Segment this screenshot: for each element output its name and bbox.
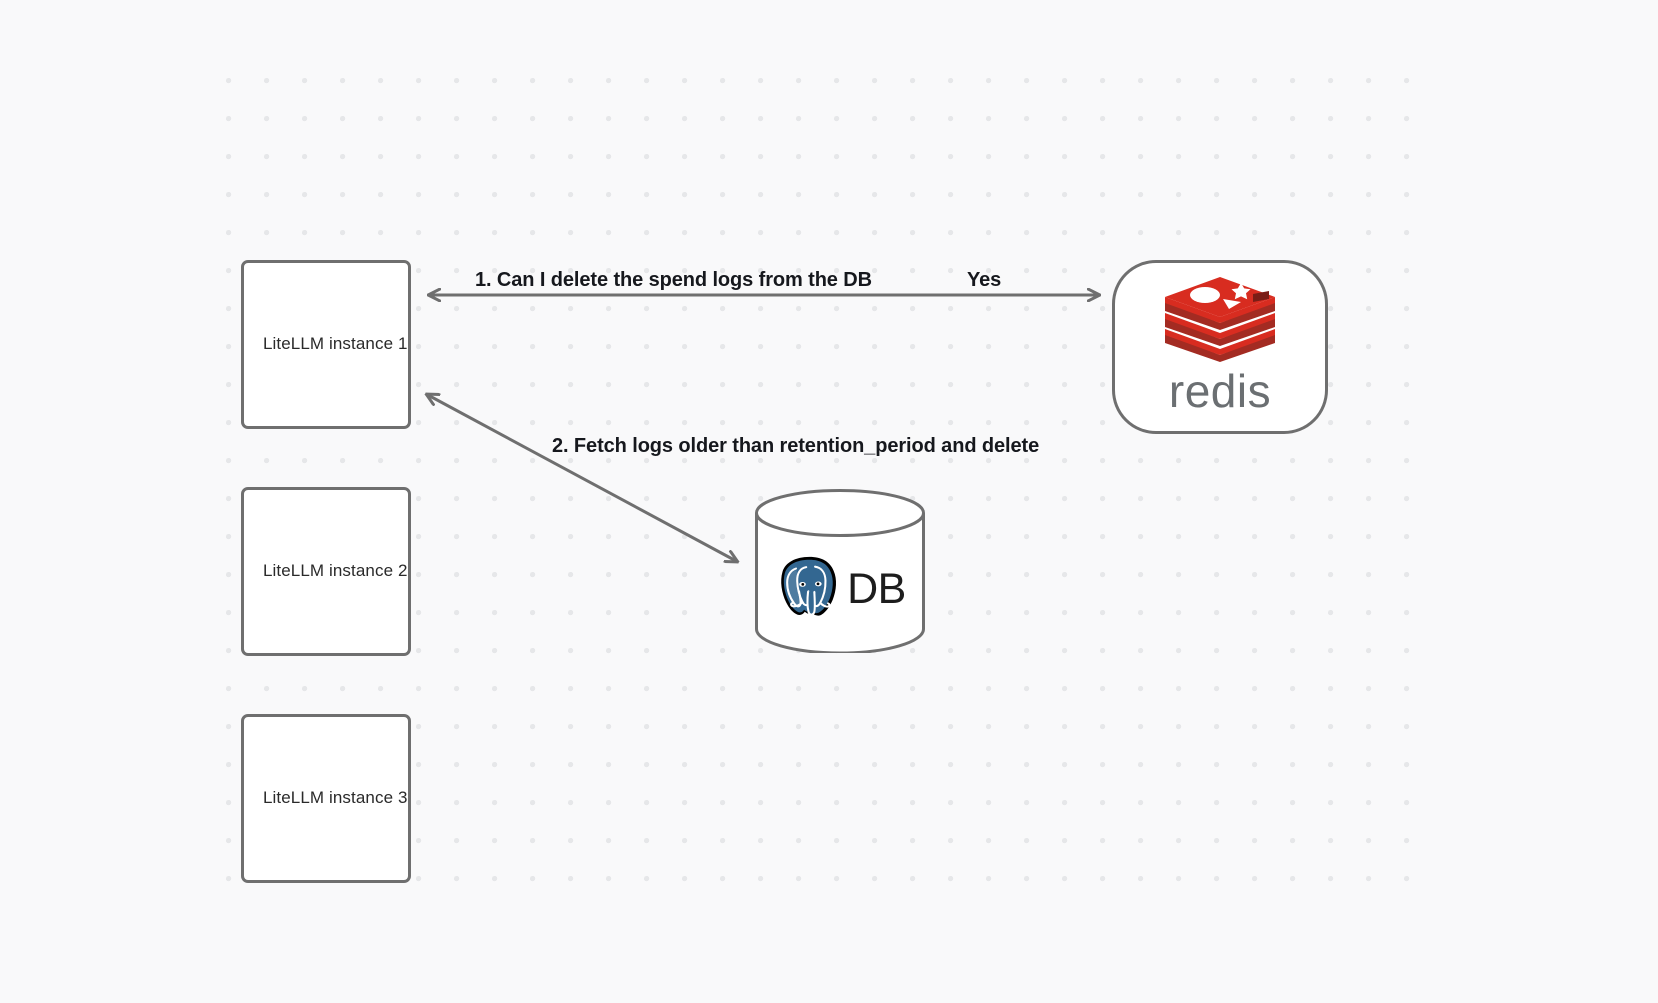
edge-label-yes: Yes xyxy=(967,269,1002,291)
node-label: LiteLLM instance 2 xyxy=(263,561,408,581)
node-litellm-instance-3[interactable]: LiteLLM instance 3 xyxy=(241,714,411,883)
node-redis[interactable]: redis xyxy=(1112,260,1328,434)
db-label: DB xyxy=(847,564,906,613)
redis-logo-group: redis xyxy=(1115,263,1325,431)
cylinder-shape xyxy=(755,489,925,653)
redis-wordmark: redis xyxy=(1168,364,1272,417)
node-litellm-instance-2[interactable]: LiteLLM instance 2 xyxy=(241,487,411,656)
edge-label-step-1: 1. Can I delete the spend logs from the … xyxy=(475,269,872,291)
edge-llm1-db xyxy=(426,394,738,562)
postgresql-elephant-icon xyxy=(781,556,837,616)
node-database[interactable]: DB xyxy=(754,489,926,653)
redis-logo-icon xyxy=(1165,276,1275,362)
node-label: LiteLLM instance 1 xyxy=(263,334,408,354)
node-label: LiteLLM instance 3 xyxy=(263,788,408,808)
node-litellm-instance-1[interactable]: LiteLLM instance 1 xyxy=(241,260,411,429)
db-logo-row: DB xyxy=(754,544,926,634)
edge-label-step-2: 2. Fetch logs older than retention_perio… xyxy=(552,435,1040,457)
